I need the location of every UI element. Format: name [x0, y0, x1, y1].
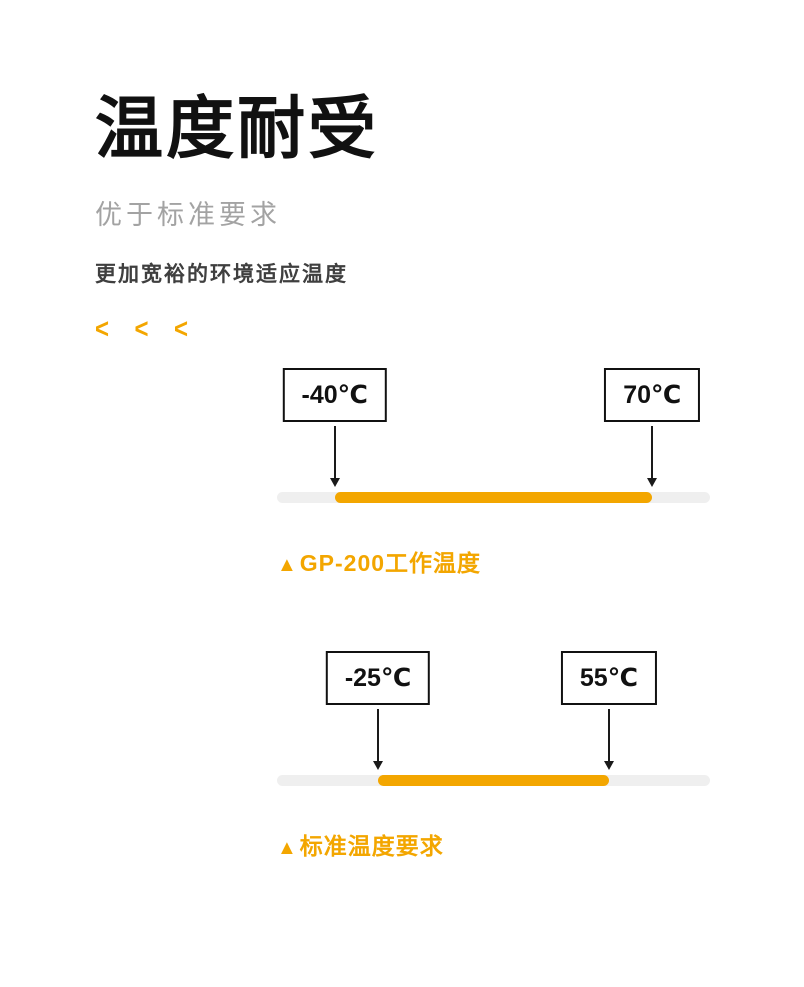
- chart-caption-text: 标准温度要求: [299, 833, 444, 859]
- temperature-track: [277, 492, 710, 503]
- page-header: 温度耐受 优于标准要求 更加宽裕的环境适应温度 < < <: [95, 91, 380, 345]
- chart-caption: ▲标准温度要求: [277, 827, 444, 861]
- page-title: 温度耐受: [95, 91, 380, 167]
- page-subtitle: 优于标准要求: [95, 199, 281, 230]
- chevron-row: < < <: [95, 313, 379, 345]
- triangle-marker-icon: ▲: [277, 837, 298, 859]
- temperature-track: [277, 775, 710, 786]
- down-arrow-icon: [651, 426, 654, 478]
- chevron-left-icon: <: [134, 313, 149, 345]
- chevron-left-icon: <: [173, 313, 188, 345]
- chart-caption: ▲GP-200工作温度: [277, 544, 481, 578]
- min-temp-label: -40℃: [301, 381, 368, 409]
- chart-caption-text: GP-200工作温度: [299, 550, 482, 576]
- temperature-range-segment: [334, 492, 653, 503]
- down-arrow-icon: [333, 426, 336, 478]
- temperature-range-segment: [378, 775, 609, 786]
- triangle-marker-icon: ▲: [277, 554, 298, 576]
- down-arrow-icon: [377, 709, 380, 761]
- max-temp-box: 55℃: [560, 651, 657, 705]
- max-temp-label: 70℃: [623, 381, 682, 409]
- working-temperature-chart: -40℃ 70℃ ▲GP-200工作温度: [277, 368, 710, 583]
- min-temp-box: -25℃: [325, 651, 431, 705]
- page-description: 更加宽裕的环境适应温度: [95, 262, 348, 286]
- chevron-left-icon: <: [95, 313, 110, 345]
- max-temp-label: 55℃: [579, 664, 638, 692]
- min-temp-label: -25℃: [344, 664, 412, 692]
- down-arrow-icon: [607, 709, 610, 761]
- max-temp-box: 70℃: [604, 368, 701, 422]
- standard-temperature-chart: -25℃ 55℃ ▲标准温度要求: [277, 651, 710, 866]
- min-temp-box: -40℃: [282, 368, 387, 422]
